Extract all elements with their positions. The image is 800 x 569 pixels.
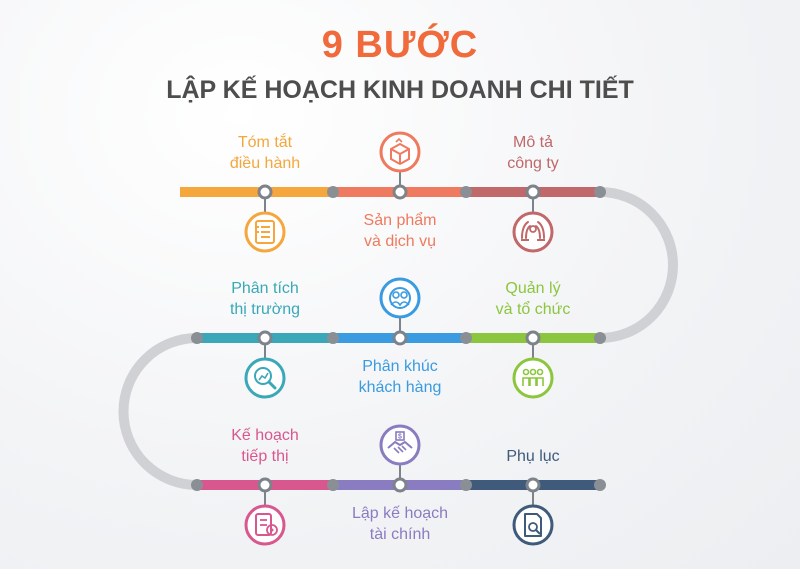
step-icon-badge-1 [244,211,286,253]
junction-dot [594,479,606,491]
icon-ring [379,131,421,173]
step-icon-badge-8: $ [379,424,421,466]
step-icon-badge-9 [512,504,554,546]
page-subtitle: LẬP KẾ HOẠCH KINH DOANH CHI TIẾT [166,76,634,104]
junction-dot [327,479,339,491]
junction-dot [460,332,472,344]
finance-handshake-icon: $ [387,431,413,454]
step-node-1 [257,184,273,200]
connector-curve-left [118,333,202,490]
step-node-8 [392,477,408,493]
checklist-icon [255,220,275,244]
step-node-4 [257,330,273,346]
connector-curve-right [595,187,678,343]
step-label-9: Phụ lục [506,448,560,465]
step-icon-badge-2 [379,131,421,173]
step-icon-badge-4 [244,357,286,399]
junction-dot [460,479,472,491]
junction-dot [327,332,339,344]
junction-dot [191,479,203,491]
step-icon-badge-5 [379,277,421,319]
junction-dot [191,332,203,344]
step-icon-badge-6 [512,357,554,399]
step-node-9 [525,477,541,493]
product-box-icon [390,137,410,166]
junction-dot [460,186,472,198]
customer-segment-icon [389,287,411,309]
company-hands-icon [521,221,545,241]
junction-dot [594,186,606,198]
team-management-icon [522,368,544,386]
junction-dot [327,186,339,198]
step-node-7 [257,477,273,493]
step-node-6 [525,330,541,346]
step-icon-badge-7 [244,504,286,546]
step-icon-badge-3 [512,211,554,253]
market-analysis-icon [254,367,277,390]
junction-dot [594,332,606,344]
appendix-document-icon [524,513,542,537]
step-node-2 [392,184,408,200]
marketing-plan-icon [255,513,278,536]
page-title: 9 BƯỚC [321,24,479,66]
svg-text:$: $ [398,434,402,441]
icon-ring [512,504,554,546]
icon-ring [379,277,421,319]
step-node-3 [525,184,541,200]
step-node-5 [392,330,408,346]
